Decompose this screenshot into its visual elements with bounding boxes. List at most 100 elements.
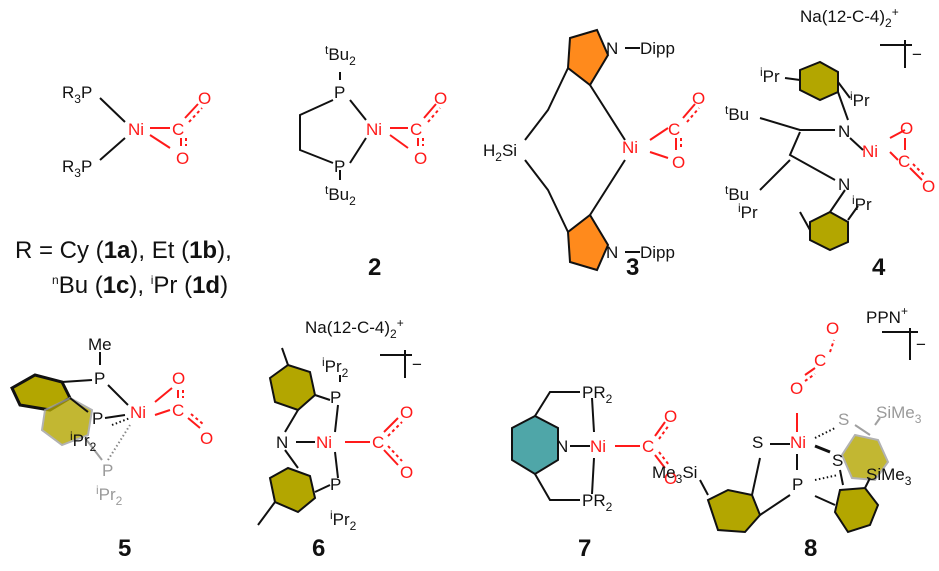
nickel-atom: Ni: [316, 433, 332, 452]
compound-7: N Ni PR2 PR2 C O O 7: [511, 383, 677, 562]
compound-1: R3P R3P Ni C O O R = Cy (1a), Et (1b), n…: [15, 83, 232, 299]
charge: −: [912, 45, 922, 64]
bracket: [880, 40, 912, 68]
nitrogen-atom: N: [556, 437, 568, 456]
phosphorus-atom: P: [92, 409, 103, 428]
compound-label: 5: [118, 535, 131, 562]
caption-line-1: R = Cy (1a), Et (1b),: [15, 237, 232, 264]
ipr: iPr: [850, 89, 870, 110]
sulfur-atom: S: [838, 410, 849, 429]
nitrogen-atom: N: [606, 243, 618, 262]
ni-co2-bonds: [149, 127, 171, 149]
r3p-top: R3P: [62, 83, 92, 106]
nitrogen-atom: N: [838, 175, 850, 194]
tbu2-top: tBu2: [325, 43, 356, 68]
sulfur-atom: S: [832, 451, 843, 470]
nickel-atom: Ni: [622, 138, 638, 157]
carbon-atom: C: [172, 120, 184, 139]
dipp-group: Dipp: [640, 243, 675, 262]
imidazolylidene-ring: [566, 213, 610, 272]
bracket: [380, 350, 412, 378]
compound-4: Na(12-C-4)2+ − iPr iPr tBu tBu iPr iPr N…: [725, 5, 935, 281]
phosphorus-atom: P: [330, 388, 341, 407]
me3si: Me3Si: [652, 463, 697, 486]
carbon-atom: C: [410, 120, 422, 139]
pyridine-ring: [511, 414, 559, 476]
methyl-group: Me: [88, 335, 112, 354]
compound-label: 4: [872, 254, 886, 281]
oxygen-atom: O: [664, 469, 677, 488]
nickel-atom: Ni: [128, 120, 144, 139]
ipr2: iPr2: [70, 429, 97, 454]
counterion: PPN+: [866, 304, 908, 327]
tbu2-bottom: tBu2: [325, 183, 356, 208]
tbu: tBu: [725, 103, 749, 124]
charge: −: [916, 335, 926, 354]
oxygen-atom: O: [826, 319, 839, 338]
co2-bonds: [180, 103, 199, 146]
oxygen-atom: O: [692, 89, 705, 108]
h2si-group: H2Si: [483, 141, 517, 164]
nitrogen-atom: N: [606, 39, 618, 58]
compound-label: 3: [626, 254, 639, 281]
carbon-atom: C: [814, 351, 826, 370]
oxygen-atom: O: [414, 149, 427, 168]
caption-line-2: nBu (1c), iPr (1d): [52, 272, 228, 299]
imidazolylidene-ring: [566, 28, 610, 87]
bracket: [882, 328, 918, 360]
compound-8: PPN+ − O C O Ni S S S SiMe3 SiMe3 Me3Si …: [652, 304, 926, 562]
phosphorus-atom: P: [94, 369, 105, 388]
aryl-ring: [268, 363, 317, 412]
nickel-atom: Ni: [862, 142, 878, 161]
aryl-ring: [833, 486, 880, 534]
carbon-atom: C: [372, 433, 384, 452]
oxygen-atom: O: [400, 403, 413, 422]
aryl-ring: [799, 60, 839, 102]
phosphorus-atom: P: [102, 461, 113, 480]
carbon-atom: C: [668, 120, 680, 139]
charge: −: [412, 355, 422, 374]
compound-label: 7: [578, 535, 591, 562]
nitrogen-atom: N: [276, 433, 288, 452]
compound-2: tBu2 tBu2 P P Ni C O O 2: [299, 43, 447, 281]
ipr2: iPr2: [330, 508, 357, 533]
oxygen-atom: O: [434, 89, 447, 108]
ipr2: iPr2: [96, 483, 123, 508]
oxygen-atom: O: [672, 153, 685, 172]
sime3: SiMe3: [876, 403, 922, 426]
oxygen-atom: O: [922, 177, 935, 196]
oxygen-atom: O: [664, 407, 677, 426]
aryl-ring: [809, 210, 849, 252]
carbon-atom: C: [898, 152, 910, 171]
oxygen-atom: O: [900, 119, 913, 138]
aryl-ring-back: [840, 433, 890, 482]
phosphorus-atom: P: [792, 475, 803, 494]
counterion: Na(12-C-4)2+: [800, 5, 899, 30]
compound-5: Me P P iPr2 P iPr2 Ni O C O 5: [10, 335, 213, 562]
oxygen-atom: O: [400, 463, 413, 482]
nickel-atom: Ni: [366, 120, 382, 139]
oxygen-atom: O: [198, 89, 211, 108]
carbon-atom: C: [172, 401, 184, 420]
phosphorus-atom: P: [334, 157, 345, 176]
nickel-atom: Ni: [790, 433, 806, 452]
ipr: iPr: [738, 201, 758, 222]
nickel-atom: Ni: [590, 437, 606, 456]
oxygen-atom: O: [172, 369, 185, 388]
pr2: PR2: [582, 383, 613, 406]
dipp-group: Dipp: [640, 39, 675, 58]
oxygen-atom: O: [200, 429, 213, 448]
tbu: tBu: [725, 183, 749, 204]
nitrogen-atom: N: [838, 122, 850, 141]
r3p-bottom: R3P: [62, 157, 92, 180]
compound-label: 6: [312, 535, 325, 562]
nickel-atom: Ni: [130, 403, 146, 422]
compound-label: 2: [368, 254, 381, 281]
compound-label: 8: [804, 535, 817, 562]
oxygen-atom: O: [176, 149, 189, 168]
ipr: iPr: [852, 193, 872, 214]
sime3: SiMe3: [866, 465, 912, 488]
compound-3: N Dipp N Dipp H2Si Ni C O O 3: [483, 28, 705, 281]
ipr2: iPr2: [322, 355, 349, 380]
